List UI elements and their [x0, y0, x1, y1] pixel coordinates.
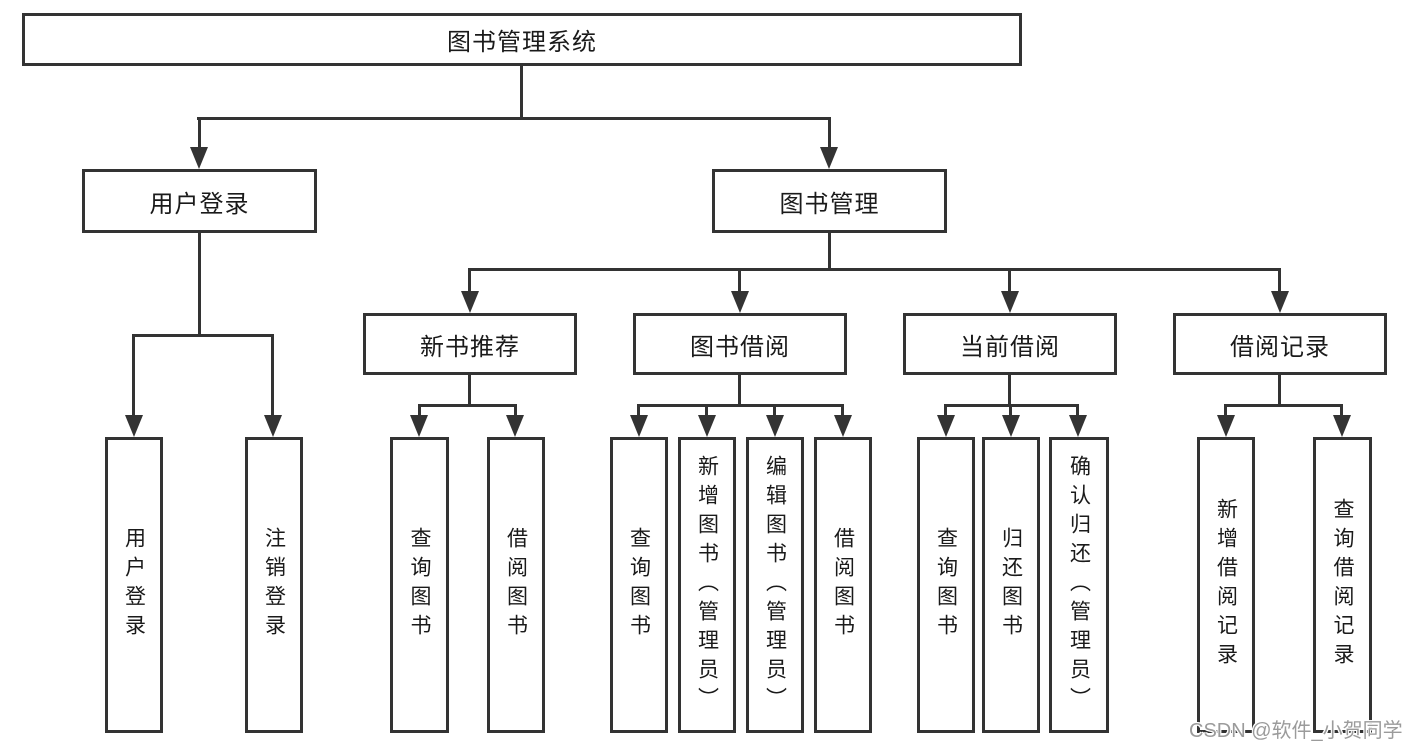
stem-to-new-book-rec — [468, 268, 471, 293]
leaf-edit-books-admin-label: 编辑图书（管理员） — [763, 454, 787, 716]
stem-leaf-line — [418, 404, 421, 417]
stem-leaf-line — [1009, 404, 1012, 417]
user-login-stem-line — [198, 231, 201, 336]
leaf-add-record-arrowhead-icon — [1217, 415, 1235, 437]
stem-leaf-line — [841, 404, 844, 417]
leaf-confirm-return-admin: 确认归还（管理员） — [1049, 437, 1109, 733]
leaf-borrow-books2-arrowhead-icon — [834, 415, 852, 437]
book-borrowing-stem-line — [738, 373, 741, 406]
node-book-management: 图书管理 — [712, 169, 947, 233]
node-library-management-system: 图书管理系统 — [22, 13, 1022, 66]
stem-to-user-login — [198, 117, 201, 149]
node-borrowing-records: 借阅记录 — [1173, 313, 1387, 375]
stem-to-borrowing-records — [1278, 268, 1281, 293]
new-book-rec-stem-line — [468, 373, 471, 406]
stem-to-leaf-user-login — [132, 334, 135, 417]
borrowing-records-branch-bar — [1224, 404, 1343, 407]
new-book-rec-arrowhead-icon — [461, 291, 479, 313]
leaf-query-books-2-label: 查询图书 — [627, 527, 651, 643]
leaf-borrow-books-2-label: 借阅图书 — [831, 527, 855, 643]
root-stem-line — [520, 64, 523, 120]
leaf-query-borrow-record-label: 查询借阅记录 — [1331, 498, 1354, 672]
stem-to-book-management — [828, 117, 831, 149]
leaf-return-books-arrowhead-icon — [1002, 415, 1020, 437]
book-borrowing-branch-bar — [637, 404, 844, 407]
leaf-query-books-3-label: 查询图书 — [934, 527, 958, 643]
stem-leaf-line — [705, 404, 708, 417]
stem-to-book-borrowing — [738, 268, 741, 293]
leaf-user-login-label: 用户登录 — [122, 527, 146, 643]
stem-leaf-line — [1340, 404, 1343, 417]
node-book-borrowing: 图书借阅 — [633, 313, 847, 375]
leaf-query-books-2: 查询图书 — [610, 437, 668, 733]
stem-to-current-borrowing — [1008, 268, 1011, 293]
user-login-branch-bar — [132, 334, 274, 337]
leaf-add-borrow-record-label: 新增借阅记录 — [1214, 498, 1238, 672]
stem-leaf-line — [514, 404, 517, 417]
leaf-query-books-1: 查询图书 — [390, 437, 449, 733]
leaf-query-books2-arrowhead-icon — [630, 415, 648, 437]
leaf-query-books-arrowhead-icon — [410, 415, 428, 437]
leaf-borrow-books-arrowhead-icon — [506, 415, 524, 437]
book-management-stem-line — [828, 231, 831, 271]
leaf-add-borrow-record: 新增借阅记录 — [1197, 437, 1255, 733]
book-borrowing-arrowhead-icon — [731, 291, 749, 313]
leaf-query-books-3: 查询图书 — [917, 437, 975, 733]
leaf-confirm-return-admin-label: 确认归还（管理员） — [1067, 454, 1091, 716]
level2-branch-bar — [468, 268, 1281, 271]
node-current-borrowing: 当前借阅 — [903, 313, 1117, 375]
stem-leaf-line — [1076, 404, 1079, 417]
stem-leaf-line — [1224, 404, 1227, 417]
user-login-arrowhead-icon — [190, 147, 208, 169]
leaf-return-books-label: 归还图书 — [999, 527, 1023, 643]
leaf-edit-books-arrowhead-icon — [766, 415, 784, 437]
node-new-book-recommendation: 新书推荐 — [363, 313, 577, 375]
node-user-login: 用户登录 — [82, 169, 317, 233]
leaf-edit-books-admin: 编辑图书（管理员） — [746, 437, 804, 733]
leaf-confirm-return-arrowhead-icon — [1069, 415, 1087, 437]
stem-leaf-line — [773, 404, 776, 417]
level1-branch-bar — [197, 117, 831, 120]
leaf-user-login: 用户登录 — [105, 437, 163, 733]
borrowing-records-stem-line — [1278, 373, 1281, 406]
leaf-query-books-1-label: 查询图书 — [408, 527, 431, 643]
leaf-logout-arrowhead-icon — [264, 415, 282, 437]
leaf-user-login-arrowhead-icon — [125, 415, 143, 437]
current-borrowing-stem-line — [1008, 373, 1011, 406]
leaf-query-borrow-record: 查询借阅记录 — [1313, 437, 1372, 733]
new-book-rec-branch-bar — [418, 404, 517, 407]
leaf-return-books: 归还图书 — [982, 437, 1040, 733]
stem-to-leaf-logout — [271, 334, 274, 417]
borrowing-records-arrowhead-icon — [1271, 291, 1289, 313]
leaf-add-books-admin-label: 新增图书（管理员） — [695, 454, 719, 716]
leaf-borrow-books-2: 借阅图书 — [814, 437, 872, 733]
leaf-borrow-books-1-label: 借阅图书 — [504, 527, 528, 643]
leaf-query-record-arrowhead-icon — [1333, 415, 1351, 437]
stem-leaf-line — [944, 404, 947, 417]
leaf-logout-label: 注销登录 — [262, 527, 286, 643]
leaf-add-books-arrowhead-icon — [698, 415, 716, 437]
stem-leaf-line — [637, 404, 640, 417]
current-borrowing-arrowhead-icon — [1001, 291, 1019, 313]
csdn-watermark: CSDN @软件_小贺同学 — [1189, 720, 1403, 742]
leaf-add-books-admin: 新增图书（管理员） — [678, 437, 736, 733]
leaf-query-books3-arrowhead-icon — [937, 415, 955, 437]
leaf-borrow-books-1: 借阅图书 — [487, 437, 545, 733]
book-management-arrowhead-icon — [820, 147, 838, 169]
leaf-logout: 注销登录 — [245, 437, 303, 733]
